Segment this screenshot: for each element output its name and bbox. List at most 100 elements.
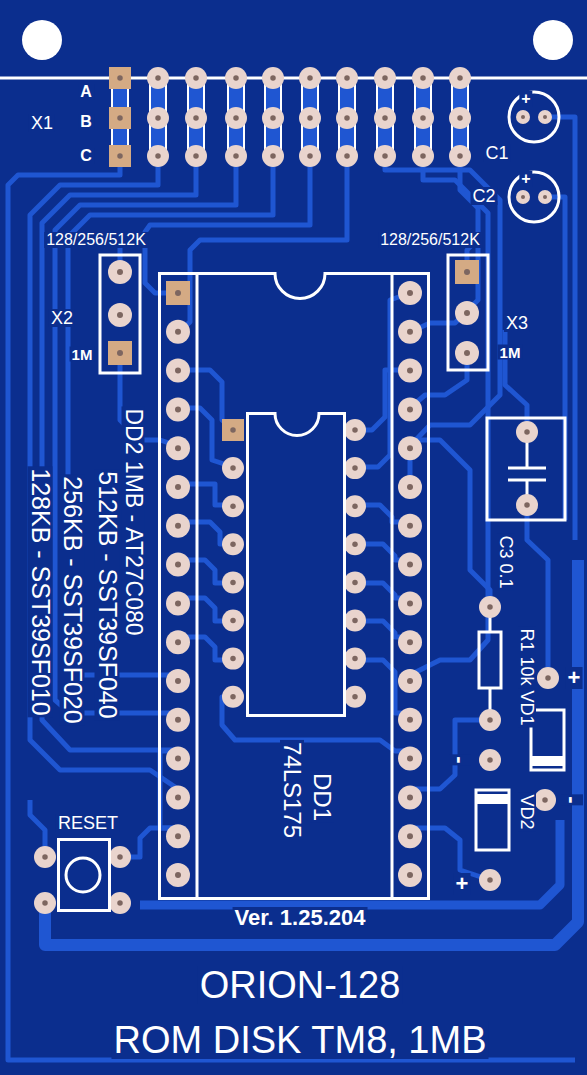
round-pad <box>185 67 207 89</box>
pad-hole <box>175 756 181 762</box>
copper-traces <box>410 720 490 789</box>
outline-path <box>59 840 110 911</box>
pad-hole <box>521 115 525 119</box>
silkscreen-label: X1 <box>29 114 55 132</box>
solder-pad <box>344 495 366 517</box>
pad-hole <box>117 269 123 275</box>
solder-pad <box>109 846 131 868</box>
round-pad <box>166 747 190 771</box>
solder-pad <box>166 630 190 654</box>
round-pad <box>262 145 284 167</box>
pad-hole <box>542 797 548 803</box>
square-pad <box>109 107 131 129</box>
copper-traces <box>8 117 575 1060</box>
silkscreen-label: ORION-128 <box>198 966 403 1004</box>
round-pad <box>398 359 422 383</box>
silkscreen-label: + <box>454 873 471 895</box>
pad-hole <box>420 115 426 121</box>
round-pad <box>398 281 422 305</box>
silkscreen-label: 1M <box>498 345 523 360</box>
round-pad <box>534 789 556 811</box>
solder-pad <box>479 709 501 731</box>
pad-hole <box>307 75 313 81</box>
round-pad <box>222 648 244 670</box>
solder-pad <box>344 419 366 441</box>
round-pad <box>479 709 501 731</box>
pad-hole <box>230 694 236 700</box>
solder-pad <box>185 145 207 167</box>
round-pad <box>109 846 131 868</box>
solder-pad <box>262 67 284 89</box>
solder-pad <box>225 67 247 89</box>
square-pad <box>455 260 479 284</box>
pad-hole <box>307 153 313 159</box>
diode-symbol <box>476 790 509 850</box>
mounting-hole <box>533 20 573 60</box>
round-pad <box>225 145 247 167</box>
pad-hole <box>117 153 123 159</box>
round-pad <box>537 667 559 689</box>
solder-pad <box>398 320 422 344</box>
round-pad <box>344 610 366 632</box>
node-label: 74LS175 <box>280 740 304 840</box>
round-pad <box>398 785 422 809</box>
round-pad <box>398 708 422 732</box>
pad-hole <box>117 854 123 860</box>
power-trace <box>140 820 560 905</box>
round-pad <box>374 145 396 167</box>
solder-pad <box>537 667 559 689</box>
round-pad <box>108 260 132 284</box>
round-pad <box>147 107 169 129</box>
round-pad <box>166 708 190 732</box>
solder-pad <box>108 341 132 365</box>
pad-hole <box>407 833 413 839</box>
solder-pad <box>166 397 190 421</box>
pad-hole <box>230 503 236 509</box>
pad-hole <box>524 429 530 435</box>
round-pad <box>479 869 501 891</box>
pad-hole <box>352 656 358 662</box>
pad-hole <box>487 717 493 723</box>
silkscreen-label: A <box>78 84 94 100</box>
round-pad <box>299 145 321 167</box>
solder-pad <box>538 110 552 124</box>
silkscreen-label: 1M <box>70 347 95 362</box>
pad-hole <box>175 678 181 684</box>
pad-hole <box>155 75 161 81</box>
round-pad <box>412 145 434 167</box>
pad-hole <box>230 618 236 624</box>
pad-hole <box>117 75 123 81</box>
solder-pad <box>398 475 422 499</box>
solder-pad <box>166 359 190 383</box>
pad-hole <box>352 694 358 700</box>
silkscreen-label: 512KB - SST39SF040 <box>95 469 120 720</box>
pad-hole <box>230 427 236 433</box>
pad-hole <box>175 600 181 606</box>
solder-pad <box>108 303 132 327</box>
pad-hole <box>193 75 199 81</box>
silkscreen-label: ROM DISK TM8, 1MB <box>111 1021 488 1059</box>
pad-hole <box>42 854 48 860</box>
solder-pad <box>109 145 131 167</box>
pad-hole <box>117 115 123 121</box>
pad-hole <box>344 115 350 121</box>
round-pad <box>166 863 190 887</box>
round-pad <box>449 107 471 129</box>
solder-pad <box>147 107 169 129</box>
solder-pad <box>166 824 190 848</box>
pad-hole <box>407 562 413 568</box>
copper-traces <box>410 440 490 607</box>
solder-pad <box>299 145 321 167</box>
round-pad <box>398 669 422 693</box>
round-pad <box>398 397 422 421</box>
solder-pad <box>455 341 479 365</box>
round-pad <box>225 107 247 129</box>
solder-pad <box>262 107 284 129</box>
round-pad <box>185 107 207 129</box>
capacitor-symbol <box>487 418 565 520</box>
square-pad <box>166 281 190 305</box>
copper-traces <box>545 197 565 520</box>
solder-pad <box>225 107 247 129</box>
solder-pad <box>166 747 190 771</box>
solder-pad <box>449 107 471 129</box>
